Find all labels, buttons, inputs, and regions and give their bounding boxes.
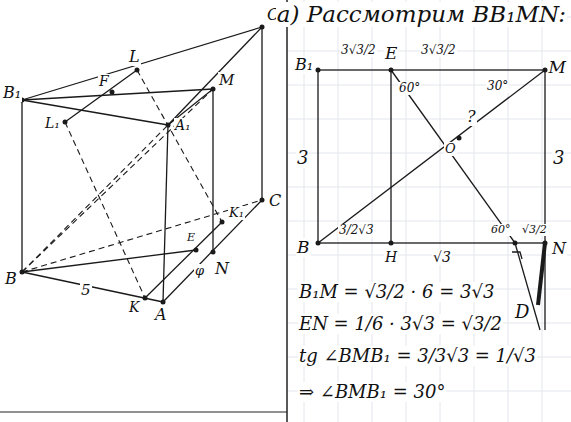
point-label: φ (194, 264, 205, 278)
note-text: EN = 1/6 · 3√3 = √3/2 (298, 314, 503, 334)
point-label: 30° (486, 80, 509, 93)
point-label: M (218, 72, 235, 89)
point-label: B (4, 270, 18, 288)
note-text: а) Рассмотрим BB₁MN: (276, 2, 567, 27)
note-text: B₁M = √3/2 · 6 = 3√3 (298, 282, 495, 302)
separator (0, 412, 287, 413)
point-label: C (268, 192, 282, 210)
point-label: 5 (80, 282, 92, 299)
point-label: 60° (398, 82, 421, 95)
grid (287, 0, 571, 422)
separator (286, 0, 288, 422)
point-label: A₁ (174, 118, 192, 133)
point-label: 3/2√3 (338, 224, 375, 237)
point-label: E (384, 44, 398, 63)
point-label: K (128, 300, 140, 315)
point-label: H (384, 250, 398, 265)
point-label: N (551, 240, 567, 258)
point-label: N (214, 260, 230, 278)
point-label: B (296, 238, 311, 257)
point-label: L₁ (44, 116, 61, 131)
point-label: 3 (296, 148, 309, 168)
point-label: ? (466, 108, 477, 126)
point-label: O (444, 142, 457, 156)
point-label: √3 (432, 250, 452, 265)
point-label: K₁ (228, 206, 245, 220)
point-label: 3 (552, 148, 565, 168)
point-label: M (548, 58, 567, 77)
point-label: E (186, 232, 196, 244)
point-label: A (154, 306, 168, 324)
hidden-edges (22, 70, 262, 298)
point-label: D (514, 302, 530, 322)
point-label: B₁ (294, 56, 314, 74)
point-label: F (98, 74, 110, 89)
point-label: L (128, 48, 141, 66)
point-label: 3√3/2 (340, 44, 377, 57)
note-text: ⇒ ∠BMB₁ = 30° (298, 382, 446, 402)
point-label: 60° (490, 224, 512, 236)
point-label: 3√3/2 (420, 44, 457, 57)
vertex-dots (20, 25, 265, 305)
prism (22, 27, 262, 302)
note-text: tg ∠BMB₁ = 3/3√3 = 1/√3 (298, 346, 537, 366)
point-label: B₁ (2, 84, 22, 102)
vertex-dots (316, 68, 548, 246)
point-label: √3/2 (521, 224, 548, 236)
